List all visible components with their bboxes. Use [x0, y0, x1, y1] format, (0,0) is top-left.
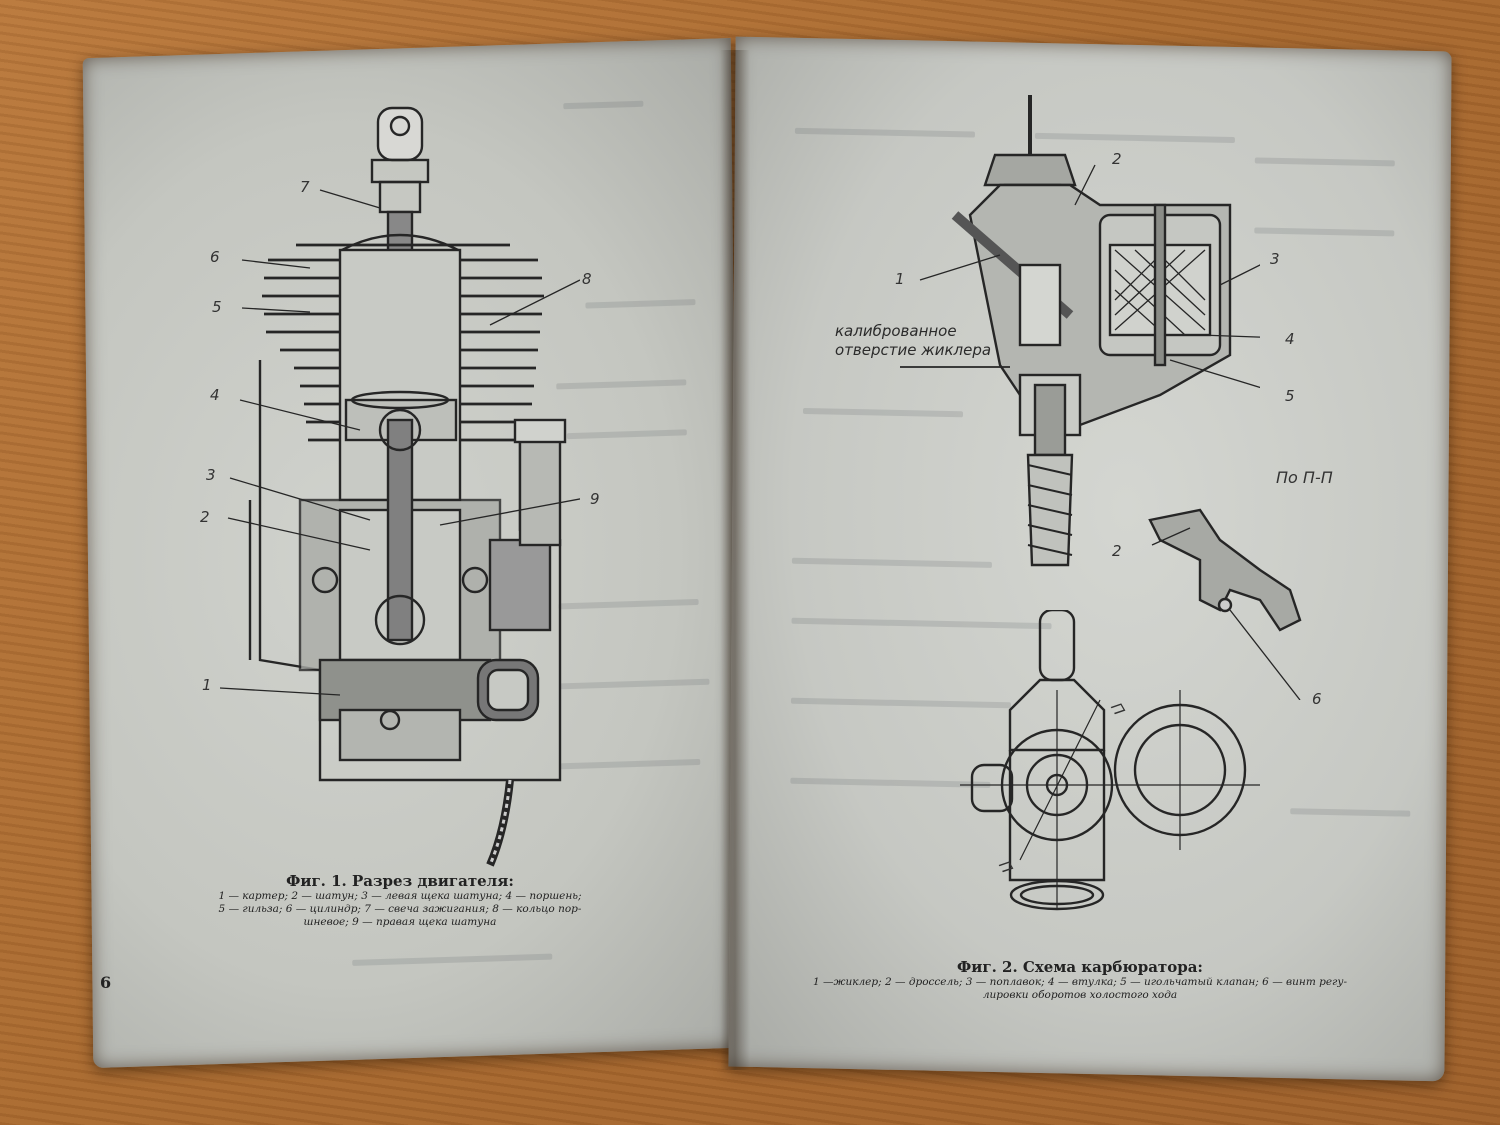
figure-1-legend-line-1: 1 — картер; 2 — шатун; 3 — левая щека ша… [218, 890, 582, 902]
callout-2: 2 [200, 508, 210, 526]
figure-1-title: Фиг. 1. Разрез двигателя: [286, 872, 514, 890]
figure-2-legend-line-2: лировки оборотов холостого хода [982, 989, 1178, 1001]
callout-2: 2 [1112, 150, 1122, 168]
page-number: 6 [100, 973, 112, 992]
carburetor-plan-drawing [960, 610, 1260, 911]
jet-annotation-line-1: калиброванное [835, 322, 957, 340]
callout-6: 6 [1312, 690, 1322, 708]
section-detail-drawing [1148, 508, 1302, 700]
callout-5: 5 [1285, 387, 1295, 405]
bleed-through-text [566, 429, 687, 440]
section-label: По П-П [1276, 468, 1333, 487]
engine-cross-section-drawing [220, 106, 580, 867]
callout-7: 7 [300, 178, 310, 196]
figure-2-legend-line-1: 1 —жиклер; 2 — дроссель; 3 — поплавок; 4… [812, 976, 1348, 988]
bleed-through-text [585, 299, 696, 309]
figure-1-legend-line-3: шневое; 9 — правая щека шатуна [303, 916, 497, 928]
carburetor-section-drawing [900, 95, 1260, 567]
callout-4: 4 [1285, 330, 1295, 348]
callout-1: 1 [895, 270, 905, 288]
callout-2-section: 2 [1112, 542, 1122, 560]
bleed-through-text [559, 678, 710, 690]
book-spine-shadow [720, 50, 750, 1070]
callout-4: 4 [210, 386, 220, 404]
figure-1-legend-line-2: 5 — гильза; 6 — цилиндр; 7 — свеча зажиг… [218, 903, 582, 915]
figure-2-caption: Фиг. 2. Схема карбюратора: 1 —жиклер; 2 … [780, 958, 1380, 1002]
callout-9: 9 [590, 490, 600, 508]
jet-annotation: калиброванное отверстие жиклера [835, 322, 991, 360]
callout-6: 6 [210, 248, 220, 266]
bleed-through-text [1254, 157, 1395, 167]
callout-5: 5 [212, 298, 222, 316]
jet-annotation-line-2: отверстие жиклера [835, 341, 992, 359]
bleed-through-text [352, 953, 553, 966]
bleed-through-text [560, 758, 701, 770]
callout-3: 3 [1270, 250, 1280, 268]
bleed-through-text [1290, 808, 1411, 817]
figure-2-title: Фиг. 2. Схема карбюратора: [957, 958, 1203, 976]
callout-1: 1 [202, 676, 212, 694]
bleed-through-text [1254, 227, 1395, 237]
figure-1-caption: Фиг. 1. Разрез двигателя: 1 — картер; 2 … [180, 872, 620, 929]
callout-8: 8 [582, 270, 592, 288]
callout-3: 3 [206, 466, 216, 484]
